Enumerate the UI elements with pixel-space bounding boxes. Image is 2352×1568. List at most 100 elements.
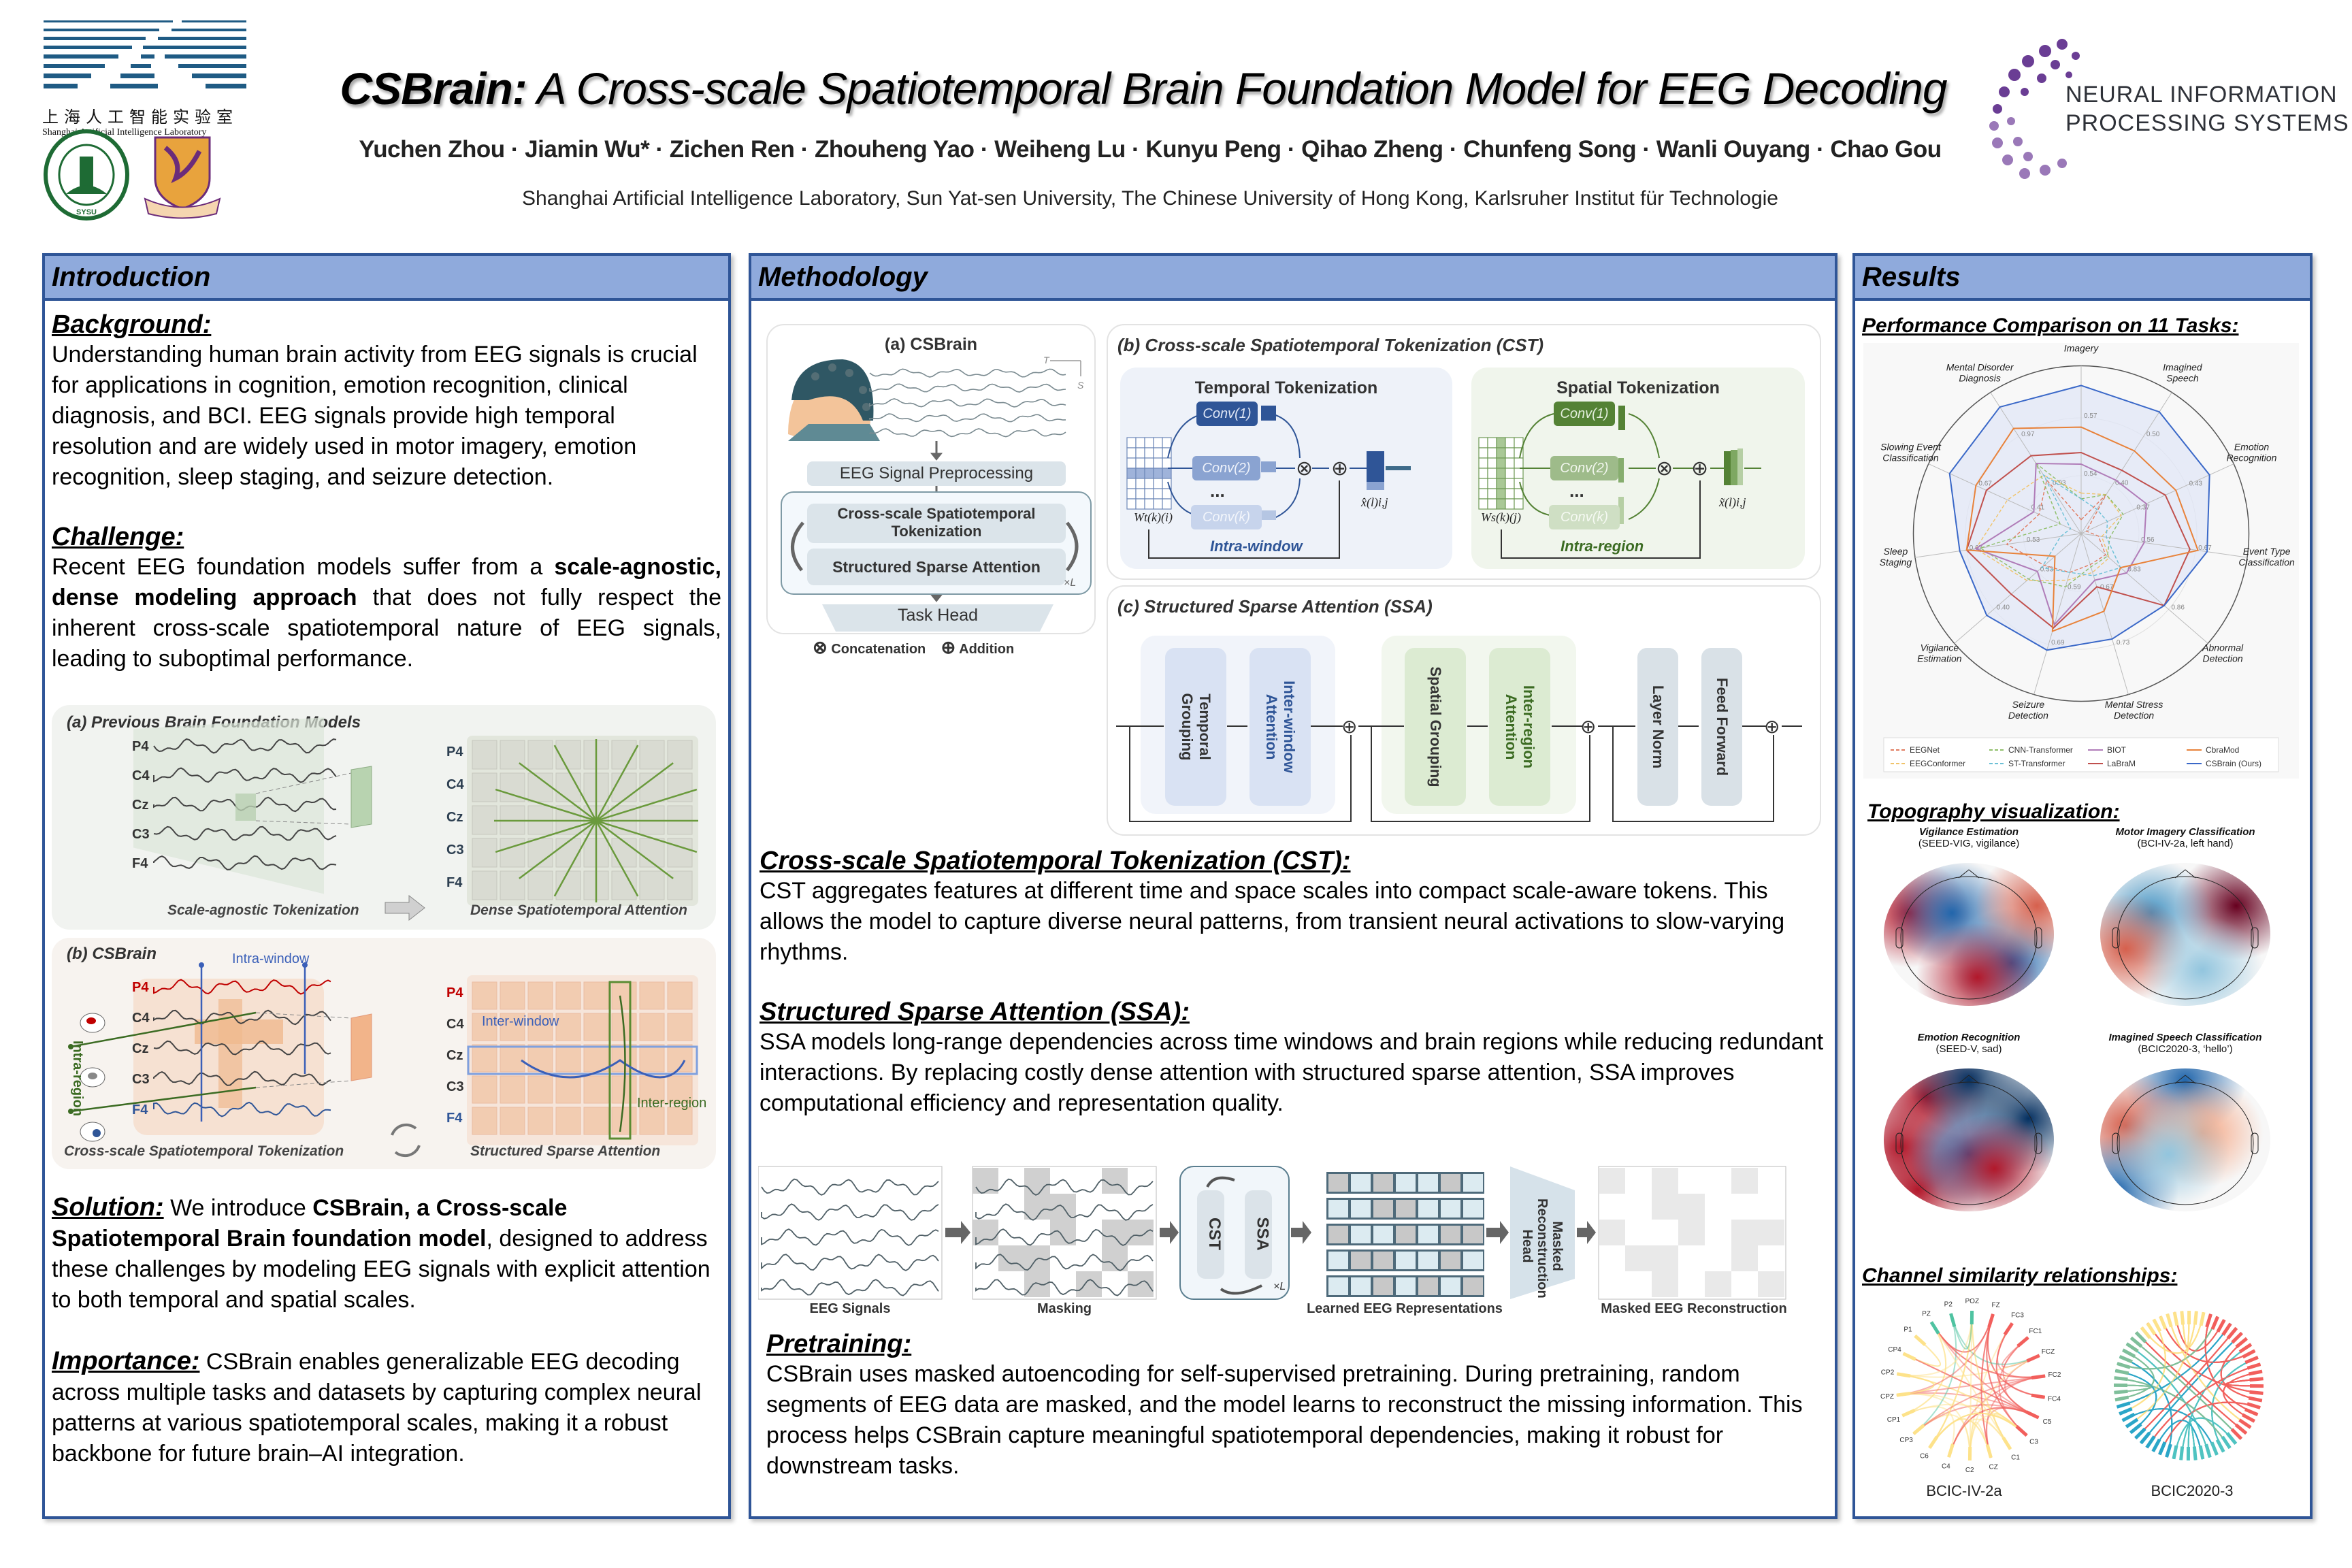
chord-link bbox=[2140, 1332, 2242, 1444]
temporal-tokenization-title: Temporal Tokenization bbox=[1194, 378, 1378, 397]
ssa-block-label: Layer Norm bbox=[1650, 685, 1667, 769]
representation-token bbox=[1441, 1200, 1460, 1218]
ssa-flow-diagram: ⊕ ⊕ ⊕ bbox=[1116, 716, 1802, 822]
radar-series-labram bbox=[1965, 451, 2191, 629]
representation-token bbox=[1328, 1200, 1348, 1218]
token-cell bbox=[500, 1075, 525, 1104]
window-cell bbox=[1126, 498, 1137, 510]
radar-spoke bbox=[1914, 533, 2082, 558]
radar-tick-label: 0.40 bbox=[2115, 479, 2129, 487]
chord-arc bbox=[2241, 1413, 2255, 1423]
cst-diagram: ⊗⊕ ⊗⊕ bbox=[1126, 406, 1761, 559]
radar-legend: EEGNetEEGConformerCNN-TransformerST-Tran… bbox=[1883, 737, 2279, 772]
chord-arc bbox=[2159, 1316, 2168, 1330]
token-cell bbox=[555, 838, 581, 868]
chord-arc bbox=[2146, 1322, 2157, 1336]
inter-region-label: Inter-region bbox=[637, 1096, 707, 1111]
chord-channel-label: FZ bbox=[1992, 1302, 2000, 1309]
attention-line bbox=[595, 819, 698, 853]
eeg-wave bbox=[153, 826, 337, 841]
eeg-wave bbox=[761, 1203, 939, 1221]
topomap-subtitle: (BCIC2020-3, ‘hello’) bbox=[2138, 1043, 2233, 1055]
attention-line bbox=[595, 820, 639, 897]
channel-label: P4 bbox=[446, 745, 463, 760]
token-cell bbox=[472, 1107, 497, 1135]
chord-link bbox=[2211, 1356, 2259, 1452]
attention-line bbox=[595, 820, 674, 879]
radar-spoke bbox=[2080, 533, 2208, 644]
chord-channel-label: FC3 bbox=[2011, 1312, 2024, 1320]
chord-arc bbox=[2205, 1313, 2212, 1328]
token-cell bbox=[639, 740, 665, 770]
chord-arc bbox=[2134, 1331, 2147, 1343]
representation-token bbox=[1418, 1174, 1438, 1192]
pt-eeg-signals-caption: EEG Signals bbox=[809, 1301, 891, 1316]
radar-tick-label: 0.43 bbox=[2189, 480, 2203, 487]
concat-op-icon-t: ⊗ bbox=[1296, 457, 1313, 480]
window-cell bbox=[1144, 447, 1154, 459]
challenge-text-pre: Recent EEG foundation models suffer from… bbox=[52, 554, 555, 580]
chord-link bbox=[2146, 1322, 2264, 1394]
eeg-wave bbox=[761, 1178, 939, 1196]
region-cell bbox=[1505, 468, 1515, 479]
solution-label: Solution: bbox=[52, 1193, 164, 1222]
methodology-heading: Methodology bbox=[751, 256, 1835, 301]
chord-2-svg bbox=[2113, 1310, 2264, 1461]
mask-block bbox=[973, 1168, 998, 1194]
token-cell bbox=[472, 981, 497, 1010]
region-cell bbox=[1505, 447, 1515, 459]
region-cell bbox=[1478, 437, 1488, 448]
eeg-wave bbox=[153, 1009, 331, 1026]
chord-link bbox=[1897, 1310, 1973, 1377]
ssa-block: Feed Forward bbox=[1701, 648, 1742, 806]
representation-token bbox=[1373, 1252, 1393, 1269]
eeg-wave bbox=[869, 428, 1066, 438]
eeg-wave bbox=[153, 1071, 331, 1086]
chord-arc bbox=[2225, 1432, 2238, 1445]
chord-arc bbox=[2249, 1377, 2264, 1382]
chord-arc bbox=[2116, 1401, 2131, 1409]
radar-spoke bbox=[2080, 533, 2248, 558]
chord-link bbox=[2152, 1420, 2204, 1460]
window-cell bbox=[1153, 488, 1163, 500]
title-model-name: CSBrain: bbox=[340, 63, 527, 114]
chord-arc bbox=[2247, 1402, 2261, 1409]
channel-label: F4 bbox=[446, 875, 463, 890]
legend-entry: ST-Transformer bbox=[2008, 759, 2065, 768]
eeg-wave bbox=[153, 1101, 331, 1117]
importance-text-body: CSBrain enables generalizable EEG decodi… bbox=[52, 1349, 702, 1467]
csbrain-concept-figure: (b) CSBrain bbox=[52, 938, 716, 1169]
radar-tick-label: 0.67 bbox=[1978, 480, 1992, 487]
shlab-logo: 上海人工智能实验室 Shanghai Artificial Intelligen… bbox=[42, 20, 250, 137]
legend-entry: CSBrain (Ours) bbox=[2206, 759, 2261, 768]
chord-link bbox=[1913, 1313, 1957, 1435]
neurips-name-line1: NEURAL INFORMATION bbox=[2065, 82, 2338, 108]
chord-arc bbox=[2165, 1443, 2172, 1458]
token-cell bbox=[472, 838, 497, 868]
chord-channel-label: CP1 bbox=[1887, 1416, 1901, 1424]
radar-tick-label: 0.40 bbox=[1997, 604, 2010, 611]
token-cell bbox=[527, 772, 553, 802]
recon-block bbox=[1652, 1245, 1678, 1271]
chord-arc bbox=[1896, 1392, 1911, 1397]
chord-arc bbox=[2244, 1356, 2259, 1365]
window-cell bbox=[1144, 478, 1154, 489]
topomap-head bbox=[1884, 863, 2054, 1006]
chord-1-svg: FZFC3FC1FCZFC2FC4C5C3C1CZC2C4C6CP3CP1CPZ… bbox=[1880, 1298, 2061, 1474]
residual-add-icon-1: ⊕ bbox=[1341, 716, 1357, 737]
radar-axis-label: Recognition bbox=[2227, 453, 2277, 463]
representation-token bbox=[1396, 1252, 1416, 1269]
window-cell bbox=[1135, 457, 1145, 469]
mask-block bbox=[1050, 1220, 1076, 1245]
mask-block bbox=[1128, 1220, 1154, 1245]
csbrain-architecture-figure: (a) CSBrain T S EEG Signal Preprocessing… bbox=[766, 324, 1096, 634]
chord-channel-label: CP2 bbox=[1881, 1369, 1895, 1377]
topomap-head bbox=[2100, 863, 2270, 1006]
radar-tick-label: 0.59 bbox=[2068, 584, 2081, 591]
svg-text:SYSU: SYSU bbox=[76, 208, 97, 216]
radar-tick-label: 0.33 bbox=[2040, 566, 2054, 574]
window-cell bbox=[1153, 437, 1163, 448]
token-cell bbox=[639, 1013, 665, 1041]
token-cell bbox=[527, 1075, 553, 1104]
radar-axis-label: Sleep bbox=[1883, 546, 1908, 557]
